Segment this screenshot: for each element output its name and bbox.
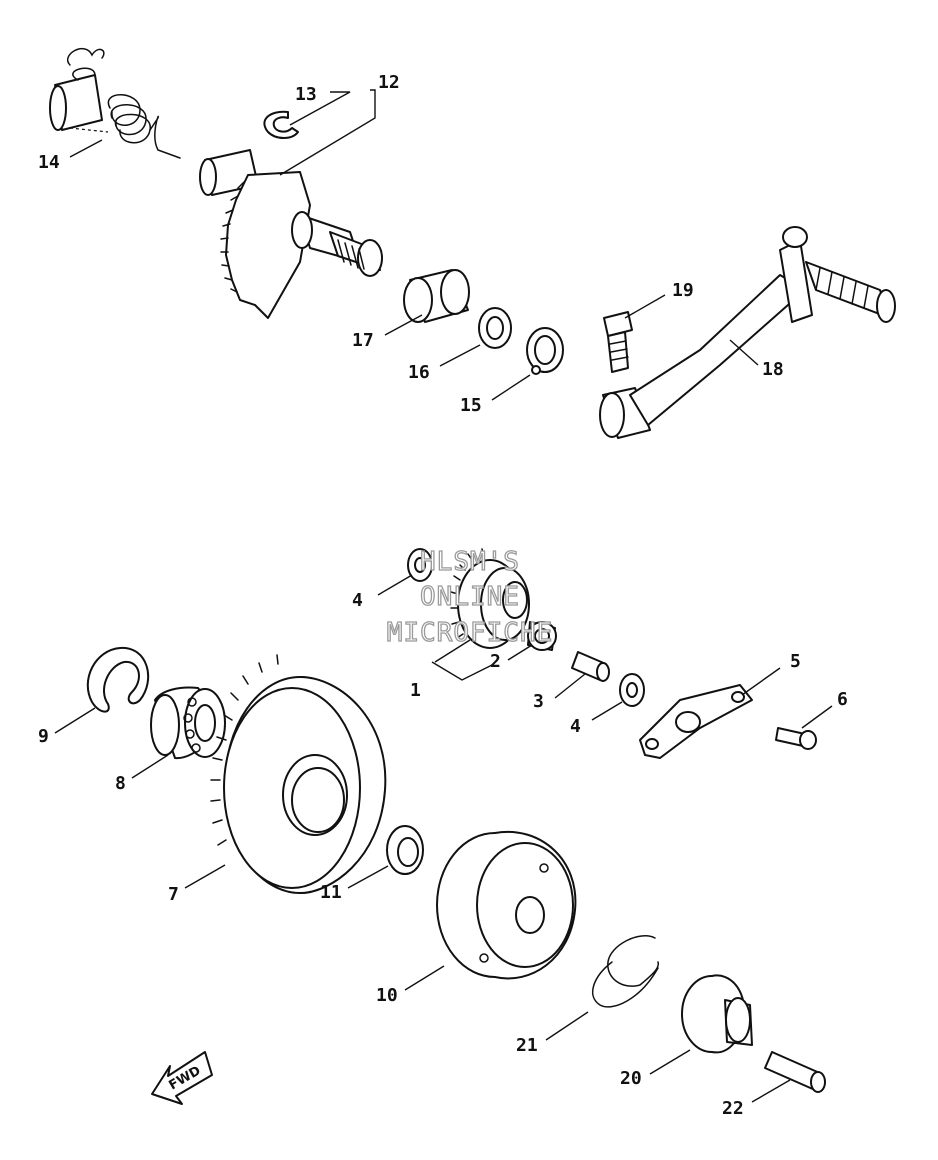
pin-part-3	[571, 651, 610, 682]
callout-13: 13	[295, 84, 317, 105]
callout-4-upper: 4	[352, 590, 363, 611]
washer-part-4-lower	[619, 673, 645, 707]
callout-12: 12	[378, 72, 400, 93]
callout-17: 17	[352, 330, 374, 351]
callout-numbers: 12 13 14 17 16 15 19 18 4 1 2 3 4 5 6 9 …	[38, 72, 848, 1119]
callout-10: 10	[376, 985, 398, 1006]
leader-10	[404, 965, 445, 991]
leader-17	[384, 314, 423, 336]
leader-2	[507, 644, 533, 661]
leader-1	[434, 639, 471, 663]
leader-1-2	[431, 661, 493, 681]
callout-7: 7	[168, 884, 179, 905]
kick-spring-part-14	[49, 48, 181, 159]
idle-gear-part-1	[450, 548, 530, 649]
leader-4-lower	[591, 701, 623, 721]
bolt-part-19	[603, 311, 633, 373]
leader-18	[729, 339, 759, 366]
circlip-part-13	[263, 110, 299, 139]
kick-axle-part-12	[199, 149, 383, 319]
callout-21: 21	[516, 1035, 538, 1056]
leader-7	[184, 864, 226, 889]
watermark: HLSM'S ONLINE MICROFICHE	[386, 546, 554, 648]
leader-3	[554, 673, 586, 699]
callout-11: 11	[320, 882, 342, 903]
leader-21	[545, 1011, 589, 1041]
callout-2: 2	[490, 651, 501, 672]
callout-1: 1	[410, 680, 421, 701]
driven-gear-part-7	[210, 654, 387, 894]
bushing-part-2	[527, 621, 557, 651]
kick-crank-part-18	[599, 226, 896, 439]
callout-18: 18	[762, 359, 784, 380]
watermark-line-2: ONLINE	[420, 582, 520, 612]
plate-part-5	[639, 684, 753, 759]
callout-14: 14	[38, 152, 60, 173]
callout-5: 5	[790, 651, 801, 672]
callout-8: 8	[115, 773, 126, 794]
washer-part-4-upper	[407, 548, 433, 582]
leader-14	[69, 139, 103, 158]
callout-19: 19	[672, 280, 694, 301]
washer-part-16	[478, 307, 512, 349]
callout-20: 20	[620, 1068, 642, 1089]
watermark-line-3: MICROFICHE	[387, 618, 554, 648]
pin-part-22	[764, 1051, 826, 1093]
forward-arrow-icon: FWD	[151, 1051, 213, 1105]
clip-part-21	[591, 935, 660, 1008]
bearing-part-8	[150, 686, 226, 760]
pinion-part-20	[681, 974, 753, 1054]
circlip-part-15	[526, 327, 564, 375]
watermark-line-1: HLSM'S	[420, 547, 520, 577]
leader-5	[741, 667, 781, 696]
leader-8	[131, 754, 169, 779]
washer-part-11	[386, 825, 424, 875]
callout-22: 22	[722, 1098, 744, 1119]
leader-16	[439, 344, 481, 367]
leader-20	[649, 1049, 691, 1075]
circlip-part-9	[86, 646, 150, 713]
leader-11	[347, 865, 389, 889]
leader-13	[289, 91, 351, 126]
callout-3: 3	[533, 691, 544, 712]
leader-lines	[54, 89, 833, 1103]
callout-9: 9	[38, 726, 49, 747]
leader-6	[801, 705, 833, 729]
screw-part-6	[775, 727, 817, 750]
callout-16: 16	[408, 362, 430, 383]
collar-part-17	[403, 269, 470, 323]
leader-9	[54, 707, 96, 734]
callout-15: 15	[460, 395, 482, 416]
leader-15	[491, 374, 531, 401]
callout-4-lower: 4	[570, 716, 581, 737]
leader-22	[751, 1079, 791, 1103]
leader-19	[624, 294, 666, 319]
callout-6: 6	[837, 689, 848, 710]
clutch-part-10	[436, 830, 577, 980]
leader-4-upper	[377, 574, 413, 596]
leader-12	[279, 89, 376, 176]
